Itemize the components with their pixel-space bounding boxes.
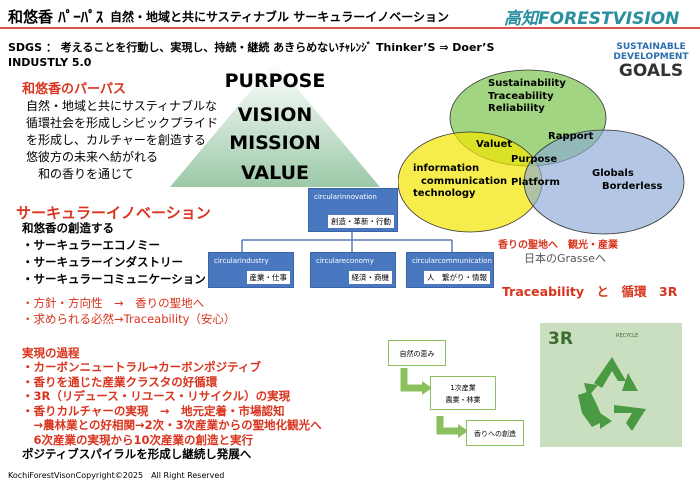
- org-node-industry: circularindustry 産業・仕事: [208, 252, 294, 288]
- node-label: circulareconomy: [316, 257, 374, 265]
- purpose-body: 自然・地域と共にサスティナブルな 循環社会を形成しシビックプライド を形成し、カ…: [26, 98, 218, 183]
- process-list: ・カーボンニュートラル→カーボンポジティブ ・香りを通じた産業クラスタの好循環 …: [22, 360, 322, 462]
- node-label: circularcommunication: [412, 257, 492, 265]
- sdg-logo: SUSTAINABLE DEVELOPMENT GOALS: [612, 42, 690, 80]
- recycle-3r-label: 3R: [548, 329, 573, 349]
- venn-platform: Platform: [511, 177, 560, 188]
- flow-arrows: [400, 368, 468, 438]
- innovation-heading: サーキュラーイノベーション: [16, 204, 211, 222]
- list-item: ・サーキュラーインダストリー: [22, 255, 183, 269]
- list-item: ポジティブスパイラルを形成し継続し発展へ: [22, 447, 252, 461]
- purpose-line: 循環社会を形成しシビックプライド: [26, 116, 219, 130]
- flow-arrow-head: [422, 381, 432, 395]
- venn-diagram: [398, 69, 685, 235]
- policy-list: ・方針・方向性 → 香りの聖地へ ・求められる必然→Traceability（安…: [22, 295, 235, 327]
- venn-text: Traceability: [488, 90, 554, 102]
- venn-circle-right: [523, 129, 685, 235]
- sanctuary-line: 香りの聖地へ 観光・産業: [498, 240, 618, 251]
- venn-text: information: [413, 163, 480, 174]
- purpose-heading: 和悠香のパーパス: [22, 82, 126, 97]
- list-item: →農林業との好相関→2次・3次産業からの聖地化観光へ: [22, 418, 322, 432]
- flow-step-primary: 1次産業 農業・林業: [430, 376, 496, 410]
- flow-arrow: [400, 368, 424, 392]
- pyramid-purpose: PURPOSE: [224, 70, 326, 92]
- node-tag: 経済・商機: [348, 271, 392, 284]
- venn-text: Borderless: [602, 180, 663, 192]
- flow-arrow-head: [458, 424, 468, 438]
- venn-rapport: Rapport: [548, 131, 594, 142]
- flow-step-text: 1次産業: [450, 384, 476, 392]
- purpose-line: 悠彼方の未来へ紡がれる: [26, 150, 159, 164]
- pyramid-shape: [170, 62, 380, 187]
- recycle-icon: [578, 357, 646, 431]
- list-item: ・香りを通じた産業クラスタの好循環: [22, 374, 218, 389]
- purpose-line: 自然・地域と共にサスティナブルな: [26, 99, 218, 113]
- venn-top-label: Sustainability Traceability Reliability: [488, 78, 566, 116]
- list-item: ・サーキュラーエコノミー: [22, 238, 160, 252]
- innovation-list: 和悠香の創造する ・サーキュラーエコノミー ・サーキュラーインダストリー ・サー…: [22, 220, 206, 288]
- venn-text: Sustainability: [488, 78, 566, 89]
- recycle-tile: 3R RECYCLE: [540, 323, 682, 447]
- brand-logo: 高知FORESTVISION: [504, 9, 680, 29]
- grasse-line: 日本のGrasseへ: [524, 252, 607, 265]
- sdg-logo-line1: SUSTAINABLE: [616, 42, 686, 52]
- list-item: ・方針・方向性 → 香りの聖地へ: [22, 296, 205, 310]
- pyramid-mission: MISSION: [229, 132, 321, 154]
- list-item: ・カーボンニュートラル→カーボンポジティブ: [22, 360, 261, 374]
- org-node-communication: circularcommunication 人 繋がり・情報: [406, 252, 494, 288]
- venn-purpose: Purpose: [511, 154, 558, 165]
- node-tag: 人 繋がり・情報: [424, 271, 490, 284]
- page-subtitle: 自然・地域と共にサスティナブル サーキュラーイノベーション: [110, 10, 449, 24]
- list-item: ・3R（リデュース・リユース・リサイクル）の実現: [22, 389, 291, 403]
- pyramid-diagram: [170, 62, 380, 187]
- pyramid-value: VALUE: [241, 162, 309, 184]
- node-tag: 産業・仕事: [246, 271, 290, 284]
- purpose-line: を形成し、カルチャーを創造する: [26, 133, 206, 147]
- sdg-logo-goals: GOALS: [618, 61, 684, 81]
- venn-right-label: Globals Borderless: [592, 168, 662, 193]
- venn-valuet: Valuet: [476, 139, 513, 150]
- venn-text: technology: [413, 188, 476, 199]
- flow-arrow: [436, 416, 460, 435]
- process-heading: 実現の過程: [22, 346, 80, 360]
- venn-text: communication: [421, 175, 508, 187]
- org-chart-connectors: [241, 232, 453, 252]
- flow-step-nature: 自然の恵み: [388, 340, 446, 366]
- industry-line: INDUSTLY 5.0: [8, 56, 92, 69]
- page-title: 和悠香 ﾊﾟｰﾊﾟｽ: [8, 8, 104, 26]
- flow-step-fragrance: 香りへの創造: [466, 420, 524, 446]
- pyramid-vision: VISION: [237, 104, 313, 126]
- sdgs-statement: SDGS ： 考えることを行動し、実現し、持続・継続 あきらめないﾁｬﾚﾝｼﾞ …: [8, 40, 494, 70]
- node-label: circularindustry: [214, 257, 269, 265]
- copyright: KochiForestVisonCopyright©2025 All Right…: [8, 471, 225, 480]
- sdgs-line: SDGS ： 考えることを行動し、実現し、持続・継続 あきらめないﾁｬﾚﾝｼﾞ …: [8, 41, 495, 54]
- node-label: circularinnovation: [314, 193, 377, 201]
- venn-text: Globals: [592, 168, 634, 179]
- list-item: ・サーキュラーコミュニケーション: [22, 272, 206, 286]
- list-item: 6次産業の実現から10次産業の創造と実行: [22, 432, 254, 447]
- list-item: ・求められる必然→Traceability（安心）: [22, 312, 236, 326]
- venn-left-label: information communication technology: [413, 163, 507, 201]
- header-divider: [0, 27, 700, 29]
- venn-text: Reliability: [488, 103, 545, 114]
- org-node-economy: circulareconomy 経済・商機: [310, 252, 396, 288]
- node-tag: 創造・革新・行動: [328, 215, 394, 228]
- sdg-logo-line2: DEVELOPMENT: [613, 52, 689, 62]
- recycle-badge: RECYCLE: [616, 333, 639, 339]
- list-item: ・香りカルチャーの実現 → 地元定着・市場認知: [22, 403, 285, 418]
- org-node-root: circularinnovation 創造・革新・行動: [308, 188, 398, 232]
- flow-step-text: 農業・林業: [445, 396, 481, 404]
- innovation-subheading: 和悠香の創造する: [22, 221, 114, 235]
- purpose-line: 和の香りを通じて: [26, 167, 135, 181]
- traceability-heading: Traceability と 循環 3R: [502, 284, 678, 299]
